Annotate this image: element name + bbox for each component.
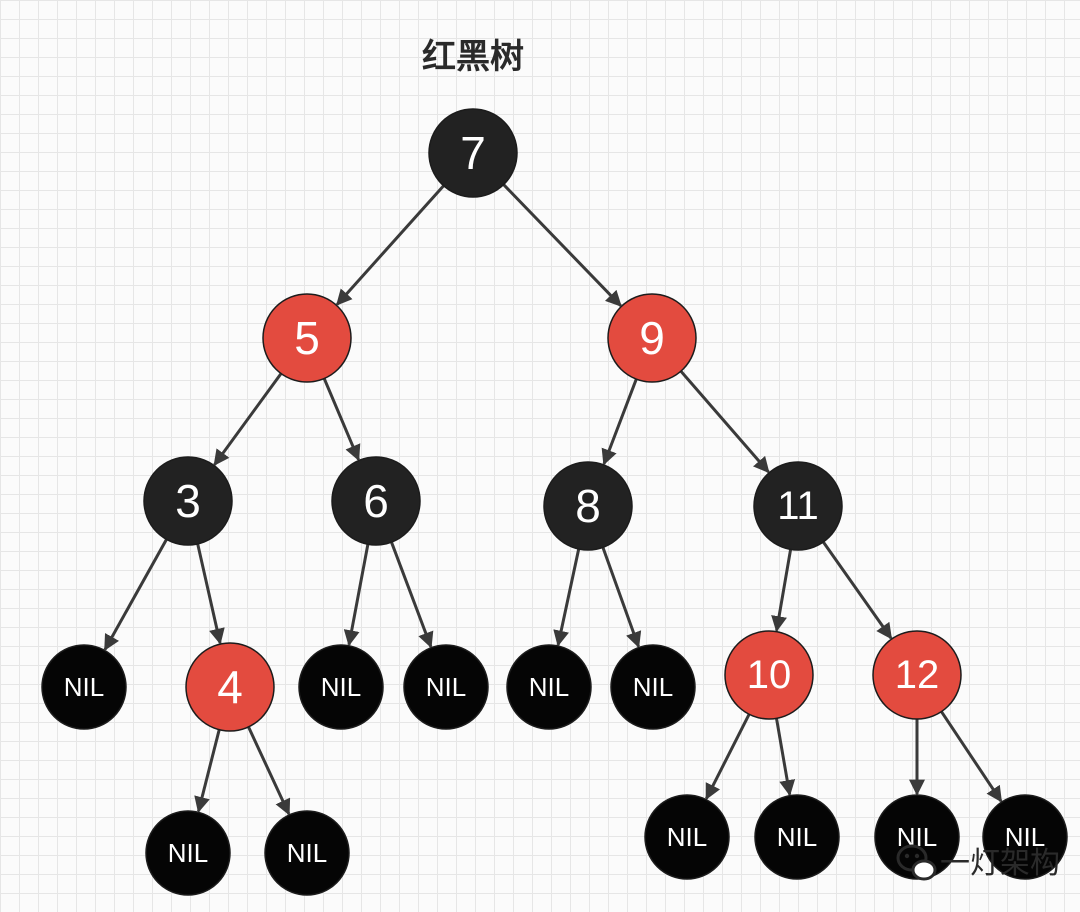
node-label: 3 — [175, 475, 201, 527]
tree-node-n11: 11 — [753, 461, 843, 551]
node-label: 4 — [217, 661, 243, 713]
edge-n4-nil4r — [247, 726, 291, 816]
nil-leaf-nil3l: NIL — [41, 644, 127, 730]
tree-node-n10: 10 — [724, 630, 814, 720]
nil-leaf-nil6l: NIL — [298, 644, 384, 730]
node-circle — [872, 630, 962, 720]
tree-edges — [103, 183, 1003, 816]
node-label: 5 — [294, 312, 320, 364]
node-label: NIL — [168, 838, 208, 868]
edge-n3-nil3l — [103, 538, 168, 651]
node-circle — [506, 644, 592, 730]
node-circle — [143, 456, 233, 546]
node-label: 9 — [639, 312, 665, 364]
node-circle — [644, 794, 730, 880]
node-circle — [610, 644, 696, 730]
tree-node-n5: 5 — [262, 293, 352, 383]
edge-n10-nil10l — [705, 713, 751, 801]
nil-leaf-nil12r: NIL — [982, 794, 1068, 880]
node-circle — [262, 293, 352, 383]
nil-leaf-nil4l: NIL — [145, 810, 231, 896]
node-circle — [982, 794, 1068, 880]
watermark: 一灯架构 — [896, 844, 1060, 881]
node-circle — [145, 810, 231, 896]
diagram-title: 红黑树 — [422, 37, 524, 77]
nil-leaf-nil8r: NIL — [610, 644, 696, 730]
node-label: NIL — [777, 822, 817, 852]
node-label: NIL — [633, 672, 673, 702]
edge-n5-n6 — [322, 377, 361, 462]
tree-node-n6: 6 — [331, 456, 421, 546]
node-label: 6 — [363, 475, 389, 527]
edge-n8-nil8l — [553, 548, 581, 647]
tree-node-n3: 3 — [143, 456, 233, 546]
node-label: 12 — [895, 653, 940, 697]
tree-node-n12: 12 — [872, 630, 962, 720]
node-circle — [753, 461, 843, 551]
node-label: NIL — [529, 672, 569, 702]
edge-n4-nil4l — [194, 729, 221, 813]
node-label: NIL — [1005, 822, 1045, 852]
edge-n3-n4 — [196, 543, 225, 645]
node-circle — [874, 794, 960, 880]
watermark-text: 一灯架构 — [940, 846, 1060, 881]
edge-n9-n8 — [601, 378, 638, 466]
node-label: NIL — [64, 672, 104, 702]
tree-node-n9: 9 — [607, 293, 697, 383]
nil-leaf-nil6r: NIL — [403, 644, 489, 730]
node-circle — [403, 644, 489, 730]
edge-n7-n5 — [335, 184, 445, 306]
edge-n5-n3 — [213, 372, 283, 466]
node-label: 7 — [460, 127, 486, 179]
node-label: 8 — [575, 480, 601, 532]
edge-n6-nil6r — [390, 541, 434, 649]
node-circle — [724, 630, 814, 720]
node-circle — [607, 293, 697, 383]
node-circle — [331, 456, 421, 546]
node-circle — [41, 644, 127, 730]
node-circle — [264, 810, 350, 896]
node-label: NIL — [287, 838, 327, 868]
node-circle — [428, 108, 518, 198]
tree-node-n7: 7 — [428, 108, 518, 198]
edge-n6-nil6l — [343, 543, 370, 647]
tree-node-n8: 8 — [543, 461, 633, 551]
node-circle — [754, 794, 840, 880]
nil-leaf-nil10l: NIL — [644, 794, 730, 880]
node-circle — [298, 644, 384, 730]
edge-n11-n12 — [822, 541, 893, 640]
nil-leaf-nil10r: NIL — [754, 794, 840, 880]
edge-n9-n11 — [679, 370, 770, 474]
nil-leaf-nil8l: NIL — [506, 644, 592, 730]
node-label: 10 — [747, 653, 792, 697]
node-label: NIL — [321, 672, 361, 702]
edge-n8-nil8r — [601, 546, 642, 649]
edge-n10-nil10r — [775, 718, 796, 797]
nil-leaf-nil4r: NIL — [264, 810, 350, 896]
node-label: NIL — [426, 672, 466, 702]
node-label: 11 — [777, 484, 819, 528]
edge-n12-nil12r — [940, 710, 1003, 803]
tree-node-n4: 4 — [185, 642, 275, 732]
node-label: NIL — [667, 822, 707, 852]
node-circle — [185, 642, 275, 732]
node-circle — [543, 461, 633, 551]
edge-n11-n10 — [771, 549, 793, 633]
edge-n7-n9 — [502, 183, 622, 307]
wechat-icon — [896, 844, 937, 881]
